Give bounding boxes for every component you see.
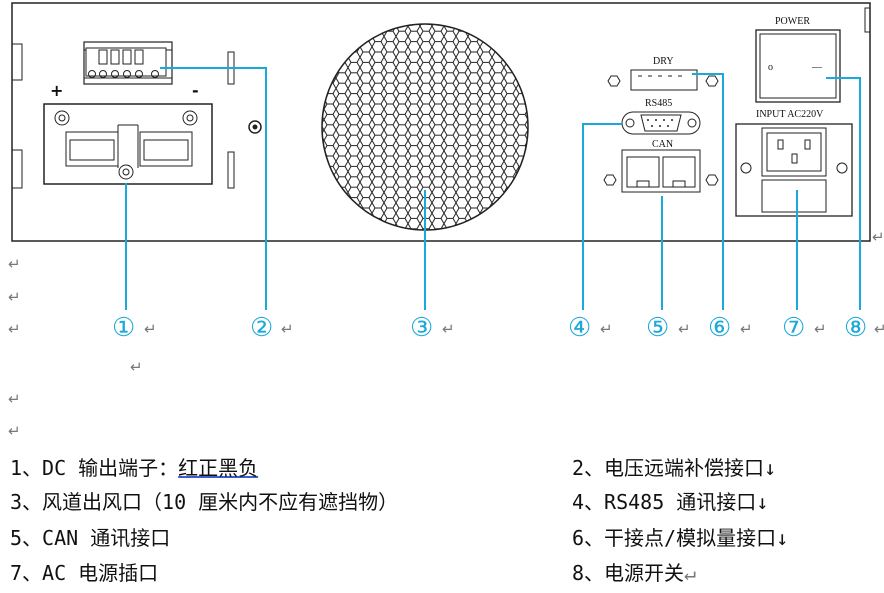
left-bracket-bottom — [11, 149, 23, 189]
return-mark: ↵ — [8, 288, 21, 306]
callout-4: ④ — [568, 313, 591, 343]
right-bracket-top — [864, 7, 871, 33]
description-6-end: ↓ — [776, 526, 789, 550]
description-4-end: ↓ — [756, 490, 769, 514]
chassis-outline — [11, 2, 871, 242]
description-5-text: 5、CAN 通讯接口 — [10, 526, 171, 550]
return-mark: ↵ — [130, 358, 143, 376]
return-mark: ↵ — [442, 320, 455, 338]
can-port — [603, 149, 719, 193]
return-mark: ↵ — [678, 320, 691, 338]
description-2: 2、电压远端补偿接口↓ — [572, 452, 776, 481]
description-7-text: 7、AC 电源插口 — [10, 561, 159, 585]
return-mark: ↵ — [281, 320, 294, 338]
plus-sign: + — [50, 81, 63, 100]
return-mark: ↵ — [8, 390, 21, 408]
return-mark: ↵ — [872, 228, 884, 246]
callout-6: ⑥ — [708, 313, 731, 343]
dry-label: DRY — [653, 56, 674, 67]
description-6: 6、干接点/模拟量接口↓ — [572, 522, 788, 551]
description-4-text: 4、RS485 通讯接口 — [572, 490, 757, 514]
return-mark: ↵ — [8, 422, 21, 440]
description-4: 4、RS485 通讯接口↓ — [572, 486, 768, 515]
description-8: 8、电源开关↵ — [572, 557, 696, 586]
callout-3: ③ — [410, 313, 433, 343]
callout-2: ② — [250, 313, 273, 343]
minus-sign: - — [192, 81, 199, 100]
return-mark: ↵ — [144, 320, 157, 338]
description-1-text: 1、DC 输出端子： — [10, 456, 179, 480]
description-1-highlight: 红正黑负 — [178, 456, 259, 480]
leader-lines — [125, 67, 861, 310]
dry-connector — [607, 69, 719, 91]
description-2-end: ↓ — [764, 456, 777, 480]
power-switch: o — — [755, 29, 841, 103]
description-8-text: 8、电源开关 — [572, 561, 685, 585]
description-6-text: 6、干接点/模拟量接口 — [572, 526, 777, 550]
screw-mid — [248, 120, 262, 134]
description-7: 7、AC 电源插口 — [10, 557, 158, 586]
callout-5: ⑤ — [646, 313, 669, 343]
remote-sense-connector — [85, 47, 167, 78]
return-mark: ↵ — [8, 320, 21, 338]
return-mark: ↵ — [874, 320, 884, 338]
left-bracket-top — [11, 43, 23, 81]
callout-8: ⑧ — [844, 313, 867, 343]
description-3: 3、风道出风口（10 厘米内不应有遮挡物） — [10, 486, 398, 515]
switch-off-symbol: o — [768, 62, 773, 73]
callout-1: ① — [112, 313, 135, 343]
return-mark: ↵ — [8, 255, 21, 273]
rs485-label: RS485 — [645, 98, 672, 109]
can-label: CAN — [652, 139, 673, 150]
return-marks: ↵ ↵ ↵ ↵ ↵ ↵ ↵ ↵ ↵ ↵ ↵ ↵ ↵ ↵ ↵ — [8, 228, 884, 440]
description-2-text: 2、电压远端补偿接口 — [572, 456, 765, 480]
callout-7: ⑦ — [782, 313, 805, 343]
description-5: 5、CAN 通讯接口 — [10, 522, 170, 551]
slot-left-bottom — [227, 151, 235, 189]
description-8-end: ↵ — [684, 561, 697, 585]
input-label: INPUT AC220V — [756, 109, 824, 120]
ac-inlet — [735, 123, 853, 217]
rs485-port — [621, 111, 701, 135]
switch-on-symbol: — — [811, 62, 823, 73]
return-mark: ↵ — [814, 320, 827, 338]
return-mark: ↵ — [740, 320, 753, 338]
description-3-text: 3、风道出风口（10 厘米内不应有遮挡物） — [10, 490, 399, 514]
power-label: POWER — [775, 16, 810, 27]
return-mark: ↵ — [600, 320, 613, 338]
description-1: 1、DC 输出端子：红正黑负 — [10, 452, 258, 481]
